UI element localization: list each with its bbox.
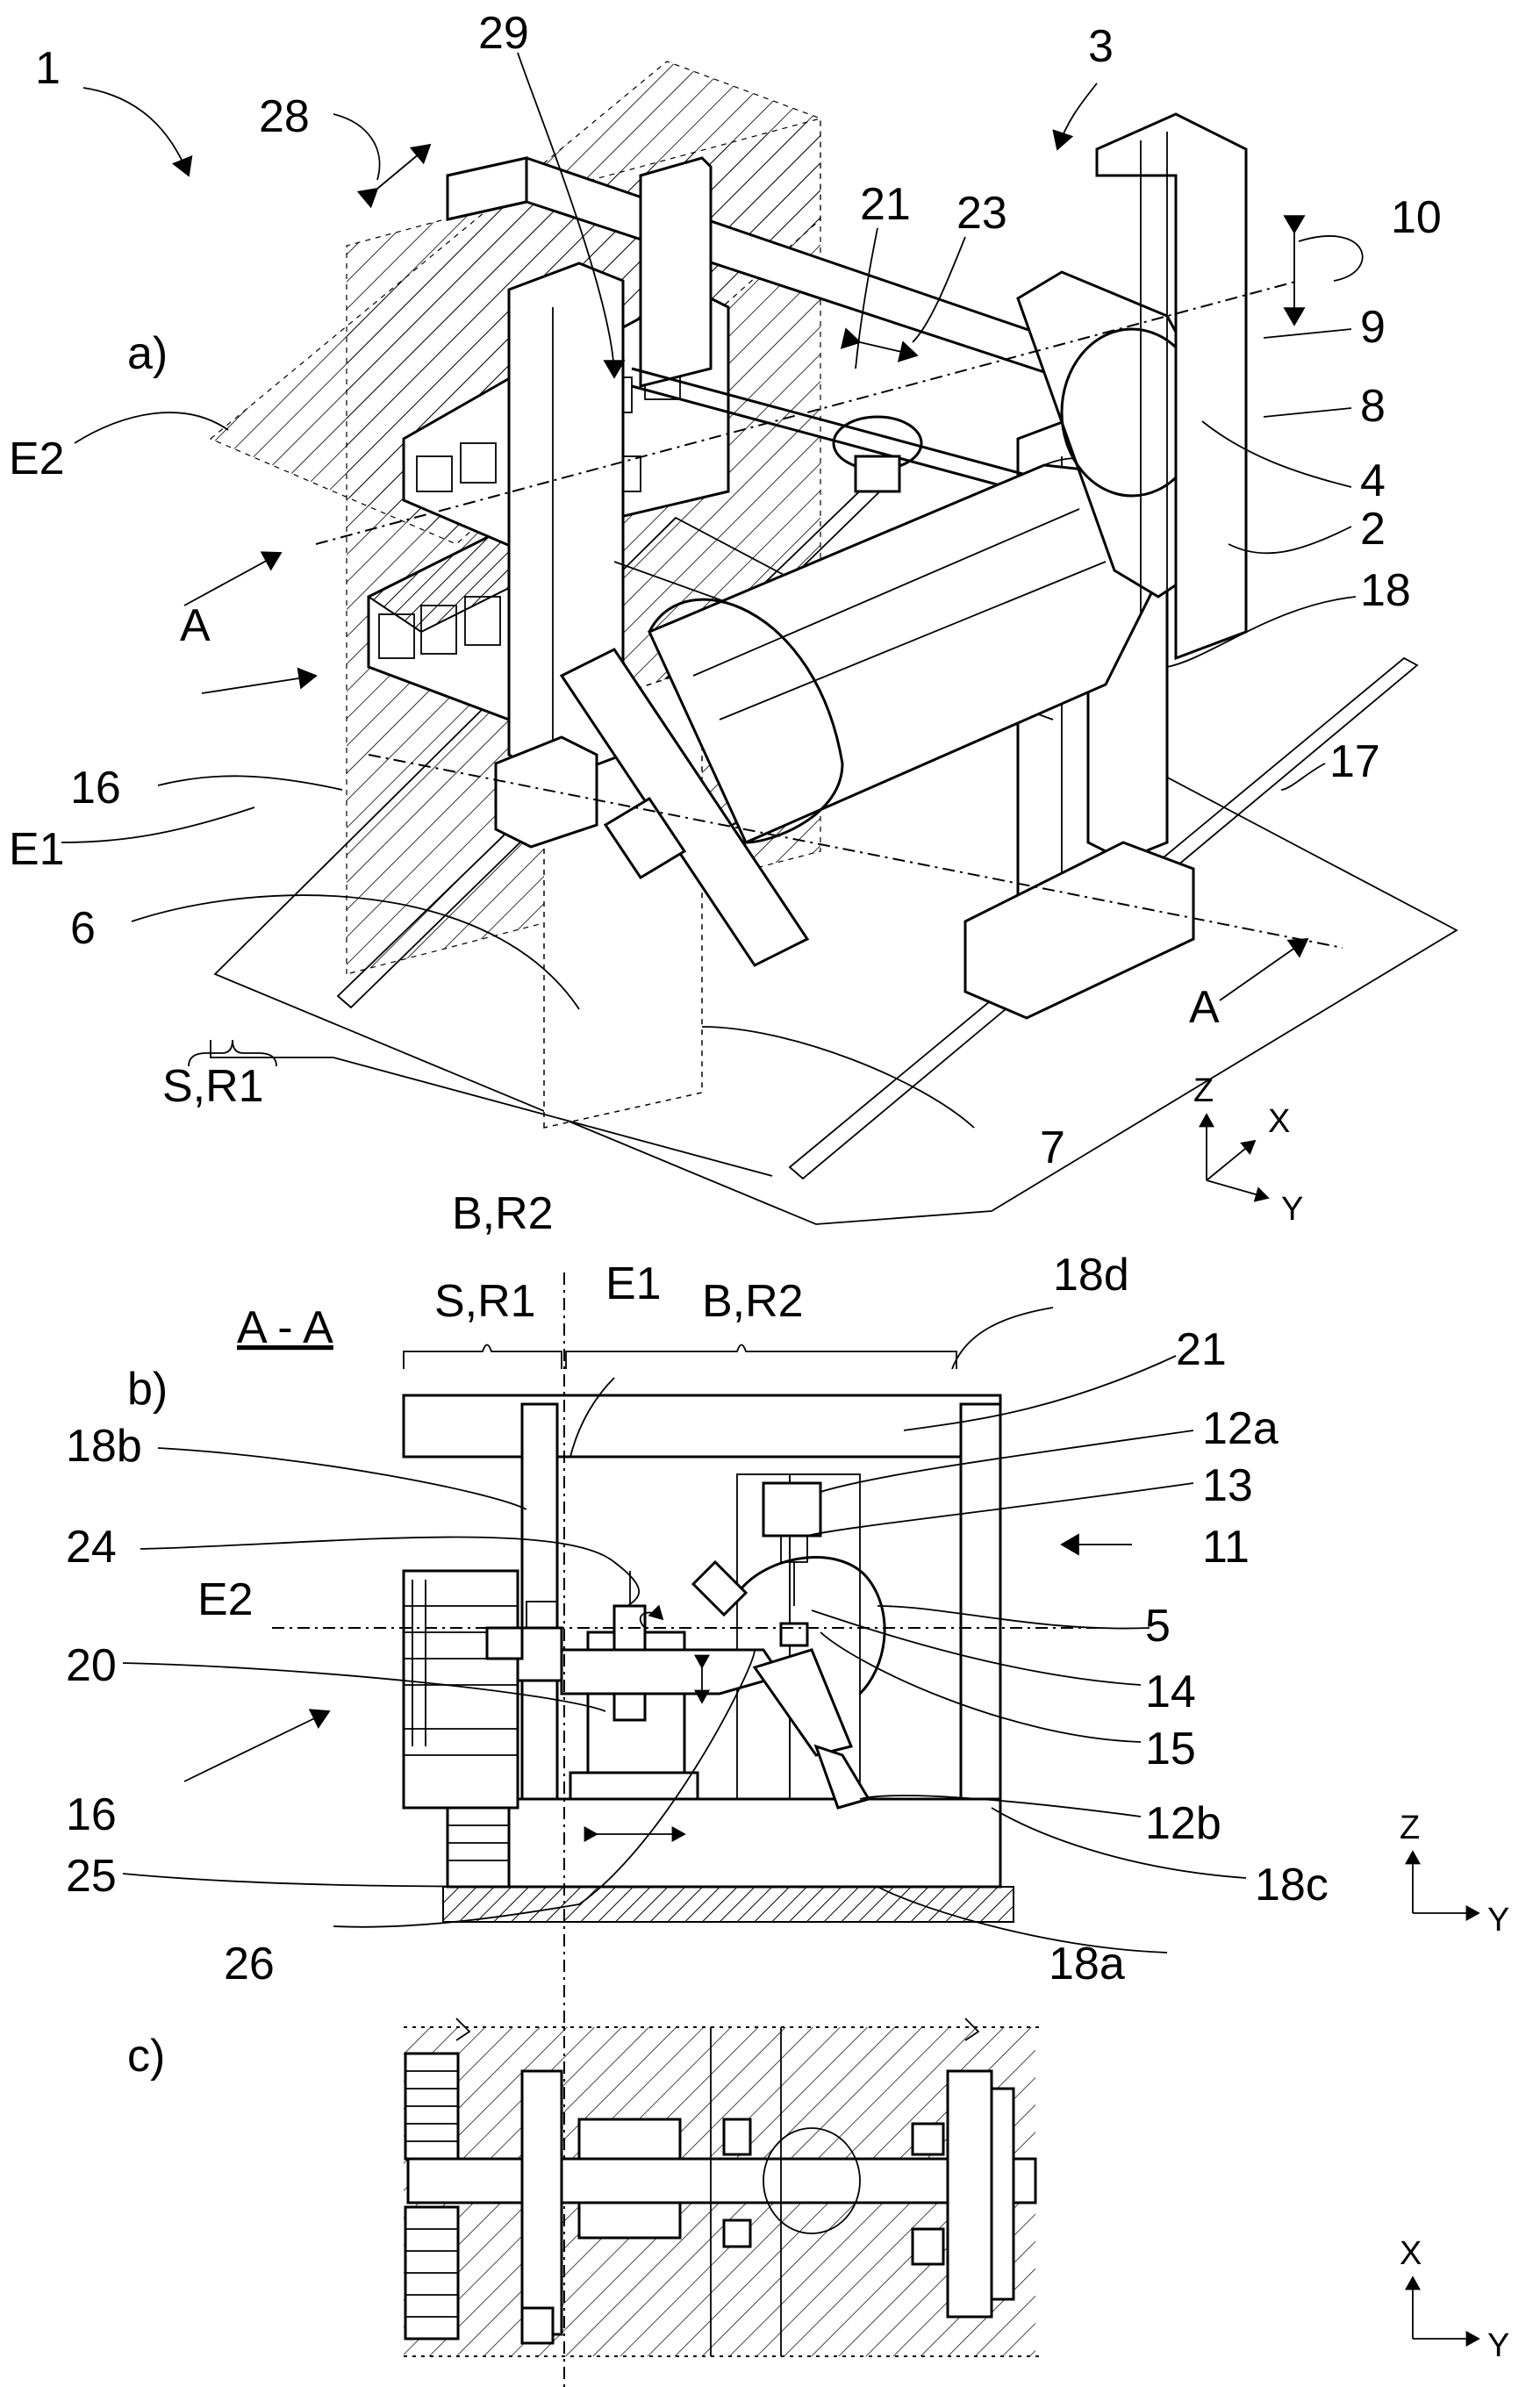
label-10: 10 — [1391, 192, 1442, 243]
label-13: 13 — [1202, 1460, 1253, 1511]
label-18: 18 — [1360, 565, 1411, 616]
welding-head-12 — [693, 1483, 869, 1808]
axis-y-a: Y — [1281, 1191, 1303, 1228]
label-6: 6 — [70, 903, 96, 954]
label-2: 2 — [1360, 504, 1386, 555]
label-21-a: 21 — [860, 179, 911, 230]
label-18b: 18b — [66, 1421, 142, 1472]
label-18d: 18d — [1053, 1250, 1129, 1301]
label-5: 5 — [1145, 1601, 1171, 1652]
label-16-b: 16 — [66, 1789, 117, 1840]
label-7: 7 — [1040, 1122, 1065, 1173]
label-29: 29 — [478, 8, 529, 59]
label-b-r2-b: B,R2 — [702, 1276, 804, 1327]
label-12a: 12a — [1202, 1403, 1279, 1454]
view-c-top: c) X Y — [127, 2018, 1509, 2364]
label-16-a: 16 — [70, 763, 121, 814]
label-12b: 12b — [1145, 1798, 1221, 1849]
label-e1-a: E1 — [9, 824, 65, 875]
label-20: 20 — [66, 1640, 117, 1691]
label-9: 9 — [1360, 302, 1386, 353]
axis-z-a: Z — [1193, 1072, 1214, 1109]
label-18c: 18c — [1255, 1860, 1329, 1910]
label-8: 8 — [1360, 381, 1386, 432]
label-26: 26 — [224, 1939, 275, 1989]
axis-x-a: X — [1268, 1103, 1290, 1140]
label-1: 1 — [35, 43, 61, 94]
label-21-b: 21 — [1176, 1324, 1227, 1375]
label-e2-a: E2 — [9, 434, 65, 484]
carriage-21 — [834, 417, 921, 491]
label-18a: 18a — [1049, 1939, 1125, 1989]
label-a-right: A — [1189, 982, 1220, 1033]
axis-x-c: X — [1400, 2235, 1422, 2272]
label-s-r1-b: S,R1 — [434, 1276, 536, 1327]
panel-c-label: c) — [127, 2031, 165, 2082]
axis-z-b: Z — [1400, 1810, 1420, 1846]
label-e2-b: E2 — [197, 1574, 254, 1625]
label-23: 23 — [956, 188, 1007, 239]
axis-y-b: Y — [1487, 1902, 1509, 1939]
label-25: 25 — [66, 1851, 117, 1902]
platform-16-section — [404, 1571, 518, 1887]
label-e1-b: E1 — [605, 1258, 662, 1309]
label-a-left: A — [180, 600, 211, 651]
section-title: A - A — [237, 1302, 333, 1353]
label-17: 17 — [1329, 736, 1380, 787]
label-24: 24 — [66, 1522, 117, 1573]
label-11: 11 — [1202, 1522, 1250, 1573]
label-3: 3 — [1088, 21, 1114, 72]
view-a-perspective: 1 28 29 3 21 23 10 9 8 4 2 18 17 a) E2 A… — [9, 8, 1457, 1239]
panel-b-label: b) — [127, 1364, 168, 1415]
label-s-r1-a: S,R1 — [162, 1061, 264, 1112]
axis-y-c: Y — [1487, 2327, 1509, 2364]
label-14: 14 — [1145, 1667, 1196, 1717]
label-b-r2-a: B,R2 — [452, 1188, 554, 1239]
panel-a-label: a) — [127, 328, 168, 379]
label-15: 15 — [1145, 1724, 1196, 1774]
label-4: 4 — [1360, 455, 1386, 506]
label-28: 28 — [259, 91, 310, 142]
